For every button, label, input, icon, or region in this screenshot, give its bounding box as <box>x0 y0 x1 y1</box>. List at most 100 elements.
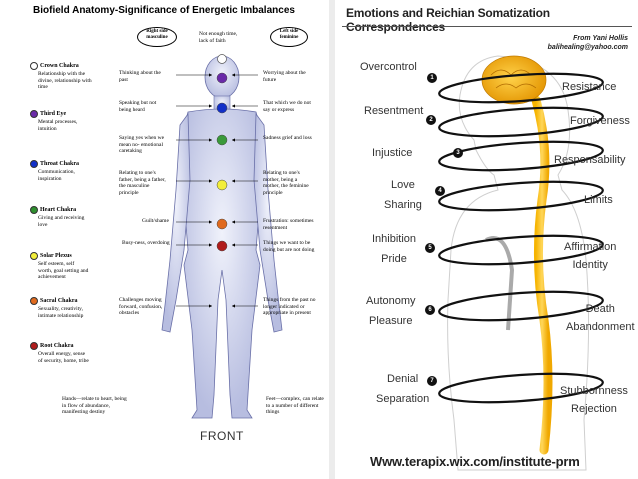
masculine-note: Guilt/shame <box>142 218 169 225</box>
emotion-label-line: Inhibition <box>372 233 417 245</box>
pointer-arrowhead <box>232 243 235 247</box>
emotion-label-line: Stubbornness <box>560 385 628 397</box>
note-line: principle <box>119 189 139 196</box>
chakra-legend-name: Throat Chakra <box>40 161 80 167</box>
energy-ring <box>438 234 604 266</box>
note-line: father, being a father, <box>119 176 166 183</box>
emotion-label-line: Overcontrol <box>360 61 417 73</box>
chakra-legend-dot <box>30 252 38 260</box>
ring-number-badge: 6 <box>425 305 435 315</box>
body-chakra-dot <box>216 240 228 252</box>
pointer-arrowhead <box>209 243 212 247</box>
emotion-label-right: Resistance <box>562 80 616 94</box>
note-line: future <box>263 76 277 83</box>
spine <box>531 95 553 455</box>
pointer-arrowhead <box>232 104 235 108</box>
note-line: mean no- emotional <box>119 141 163 148</box>
masculine-note: Busy-ness, overdoing <box>122 240 170 247</box>
note-line: Thinking about the <box>119 70 161 76</box>
masculine-label: masculine <box>146 35 168 40</box>
note-line: doing but are not doing <box>263 246 315 253</box>
body-torso <box>181 108 263 419</box>
not-enough-line-1: Not enough time, <box>199 31 238 37</box>
chakra-desc-line: intuition <box>38 125 57 132</box>
note-line: Relating to one's <box>263 170 300 176</box>
chakra-desc-line: Giving and receiving <box>38 215 85 221</box>
chakra-desc-line: love <box>38 221 48 228</box>
chakra-legend-dot <box>30 342 38 350</box>
biofield-panel: Biofield Anatomy-Significance of Energet… <box>30 5 324 443</box>
left-side-label: Left side <box>279 29 299 34</box>
emotion-label-line: Pride <box>381 253 407 265</box>
crown-dot <box>217 54 227 64</box>
hands-line-3: manifesting destiny <box>62 409 106 415</box>
note-line: principle <box>263 189 283 196</box>
ring-number-badge: 5 <box>425 243 435 253</box>
chakra-legend-desc: Communication,inspiration <box>38 169 126 182</box>
chakra-legend-name: Sacral Chakra <box>40 298 78 304</box>
chakra-legend-desc: Mental processes,intuition <box>38 119 126 132</box>
credit-note: From Yani Hollis balihealing@yahoo.com <box>548 34 628 52</box>
chakra-legend-name: Crown Chakra <box>40 63 79 69</box>
pointer-arrowhead <box>232 179 235 183</box>
chakra-desc-line: of security, home, tribe <box>38 357 89 364</box>
emotion-label-line: Limits <box>584 194 613 206</box>
chakra-legend-name: Heart Chakra <box>40 207 77 213</box>
chakra-desc-line: inspiration <box>38 175 62 182</box>
emotion-label-right: Limits <box>584 193 613 207</box>
ring-number-badge: 2 <box>426 115 436 125</box>
note-line: resentment <box>263 224 288 231</box>
feminine-label: feminine <box>279 35 299 40</box>
chakra-desc-line: divine, relationship with <box>38 77 92 84</box>
chakra-desc-line: Sexuality, creativity, <box>38 306 83 312</box>
note-line: mother, the feminine <box>263 183 309 189</box>
title-underline <box>342 26 632 27</box>
pointer-arrowhead <box>232 304 235 308</box>
ring-number-badge: 4 <box>435 186 445 196</box>
emotion-label-line: Love <box>391 179 415 191</box>
note-line: Busy-ness, overdoing <box>122 240 170 246</box>
emotion-label-right: Forgiveness <box>570 114 630 128</box>
pointer-arrowhead <box>209 104 212 108</box>
energy-ring <box>438 106 604 138</box>
chakra-desc-line: Mental processes, <box>38 119 78 125</box>
note-line: past <box>119 76 128 83</box>
reichian-figure <box>438 55 604 471</box>
note-line: Things from the past no <box>263 297 316 303</box>
chakra-desc-line: worth, goal setting and <box>38 267 89 274</box>
emotion-label-line: Abandonment <box>566 321 635 333</box>
energy-ring <box>438 290 604 322</box>
not-enough-time-note: Not enough time, lack of faith <box>199 31 237 44</box>
emotion-label-left: Resentment <box>364 104 423 118</box>
front-label: FRONT <box>200 429 244 443</box>
chakra-desc-line: Overall energy, sense <box>38 351 86 357</box>
credit-email: balihealing@yahoo.com <box>547 44 628 51</box>
emotion-label-right: Responsability <box>554 153 626 167</box>
pointer-arrowhead <box>232 138 235 142</box>
website-url: Www.terapix.wix.com/institute-prm <box>370 454 580 469</box>
reichian-panel: Emotions and Reichian Somatization Corre… <box>336 0 638 479</box>
emotion-label-line: Injustice <box>372 147 413 159</box>
emotion-label-line: Affirmation <box>564 241 617 253</box>
chakra-legend-dot <box>30 62 38 70</box>
ring-number-badge: 7 <box>427 376 437 386</box>
feet-line-1: Feet—complex, can relate <box>266 396 324 402</box>
pointer-arrowhead <box>232 73 235 77</box>
chakra-desc-line: Communication, <box>38 169 75 175</box>
energy-ring <box>438 372 604 404</box>
pointer-arrowhead <box>209 179 212 183</box>
ring-number-badge: 1 <box>427 73 437 83</box>
chakra-desc-line: time <box>38 84 48 90</box>
emotion-label-line: Forgiveness <box>570 115 630 127</box>
feminine-note: Sadness grief and loss <box>263 135 312 142</box>
arm-outline <box>485 236 515 331</box>
emotion-label-line: Rejection <box>571 403 617 415</box>
